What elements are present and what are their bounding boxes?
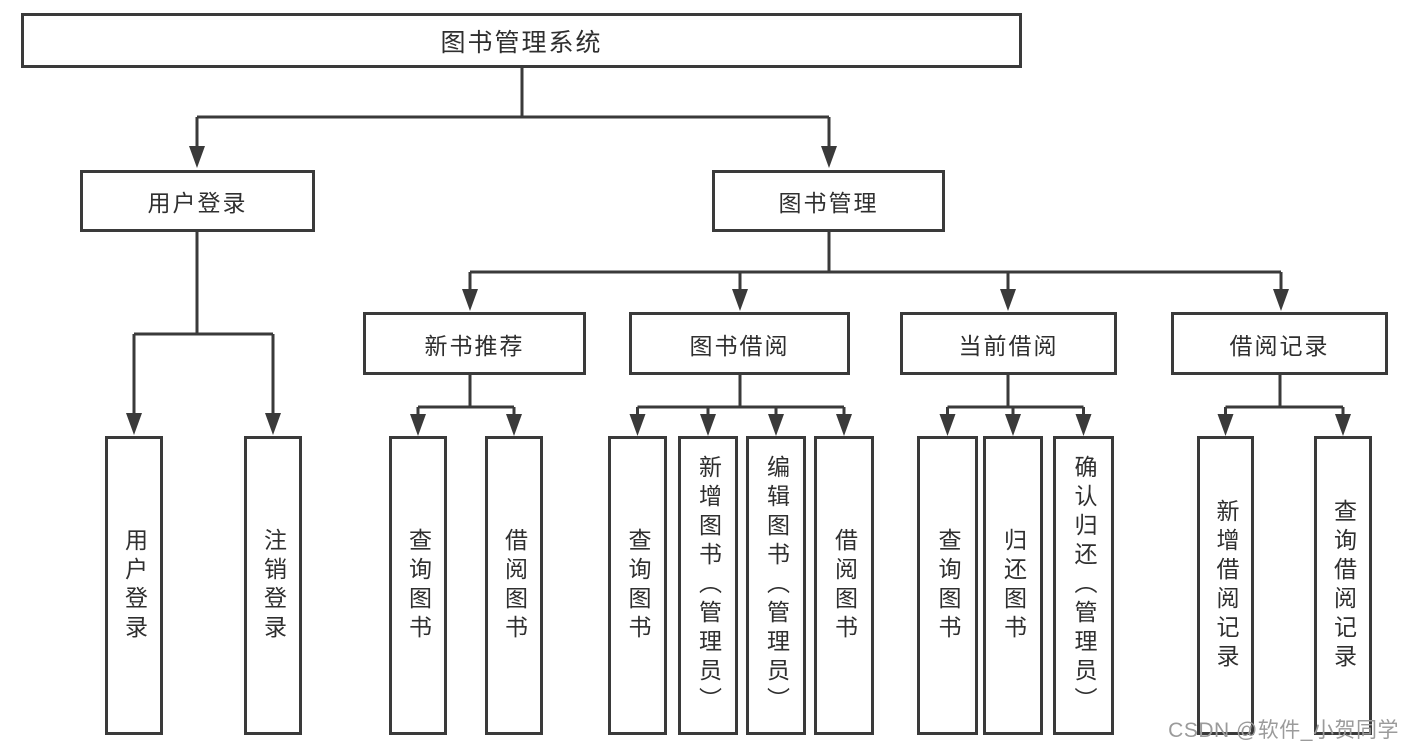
leaf-query-book-2: 查询图书: [608, 436, 667, 735]
leaf-query-borrow-record: 查询借阅记录: [1314, 436, 1372, 735]
leaf-add-borrow-record: 新增借阅记录: [1197, 436, 1254, 735]
leaf-logout: 注销登录: [244, 436, 302, 735]
leaf-user-login: 用户登录: [105, 436, 163, 735]
leaf-return-book: 归还图书: [983, 436, 1043, 735]
node-user-login: 用户登录: [80, 170, 315, 232]
leaf-borrow-book-2: 借阅图书: [814, 436, 874, 735]
leaf-edit-book-admin: 编辑图书（管理员）: [746, 436, 806, 735]
leaf-borrow-book-1: 借阅图书: [485, 436, 543, 735]
node-book-borrow: 图书借阅: [629, 312, 850, 375]
leaf-query-book-3: 查询图书: [917, 436, 978, 735]
leaf-confirm-return-admin: 确认归还（管理员）: [1053, 436, 1114, 735]
leaf-query-book-1: 查询图书: [389, 436, 447, 735]
node-borrow-record: 借阅记录: [1171, 312, 1388, 375]
node-new-book-recommend: 新书推荐: [363, 312, 586, 375]
node-book-management: 图书管理: [712, 170, 945, 232]
node-root: 图书管理系统: [21, 13, 1022, 68]
node-current-borrow: 当前借阅: [900, 312, 1117, 375]
watermark: CSDN @软件_小贺同学: [1168, 719, 1399, 742]
arrowhead-icons: [126, 146, 1351, 436]
leaf-add-book-admin: 新增图书（管理员）: [678, 436, 738, 735]
connector-shafts: [132, 68, 1345, 419]
